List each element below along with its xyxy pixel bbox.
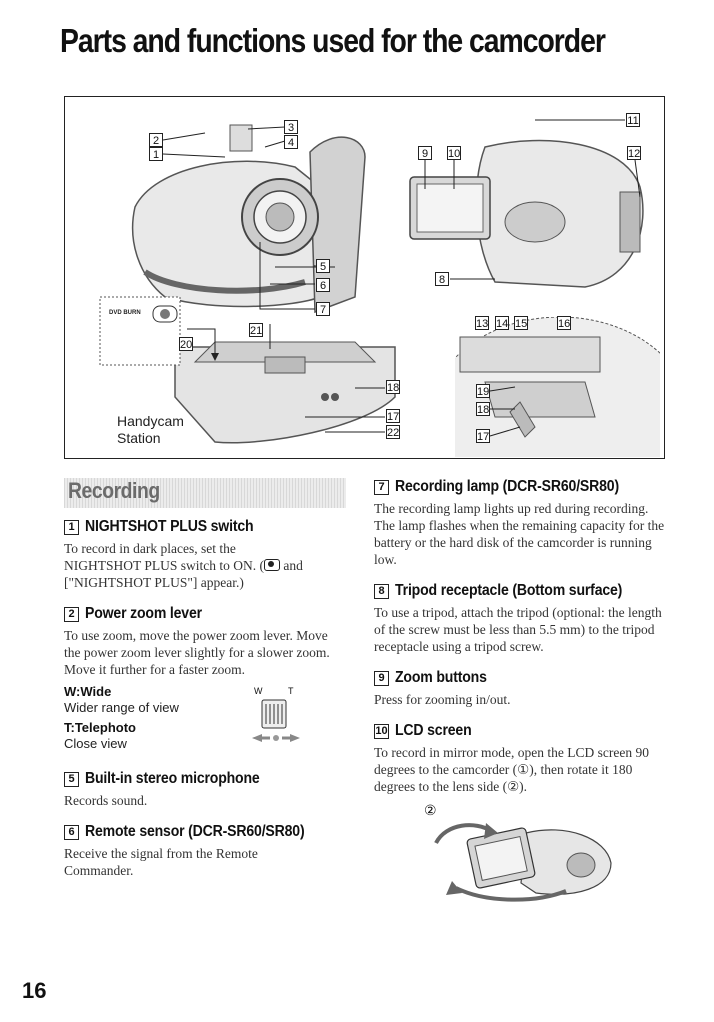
callout-15: 15	[514, 316, 528, 330]
callout-14: 14	[495, 316, 509, 330]
item-lcd-screen: 10 LCD screen To record in mirror mode, …	[374, 722, 670, 903]
item-title: Remote sensor (DCR-SR60/SR80)	[85, 823, 305, 840]
callout-12: 12	[627, 146, 641, 160]
item-body: To use zoom, move the power zoom lever. …	[64, 628, 330, 677]
w-mark: W	[254, 686, 263, 696]
item-body: Receive the signal from the Remote Comma…	[64, 846, 258, 878]
left-column: Recording 1 NIGHTSHOT PLUS switch To rec…	[64, 478, 364, 893]
page-number: 16	[22, 978, 47, 1003]
callout-17b: 17	[476, 429, 490, 443]
dock-label-line1: Handycam	[117, 413, 184, 429]
item-number: 1	[64, 519, 79, 535]
lcd-rotation-illustration: ② ①	[416, 803, 616, 903]
item-recording-lamp: 7 Recording lamp (DCR-SR60/SR80) The rec…	[374, 478, 670, 568]
item-body: To use a tripod, attach the tripod (opti…	[374, 605, 662, 654]
callout-22: 22	[386, 425, 400, 439]
dock-label-line2: Station	[117, 430, 161, 446]
camcorder-illustration	[99, 119, 660, 457]
item-body: Records sound.	[64, 793, 148, 808]
camcorder-figure: Handycam Station DVD BURN 2 1 3 4 5 6 7 …	[64, 96, 665, 459]
callout-4: 4	[284, 135, 298, 149]
callout-21: 21	[249, 323, 263, 337]
item-number: 10	[374, 723, 389, 739]
nightshot-icon	[264, 559, 281, 571]
item-zoom-buttons: 9 Zoom buttons Press for zooming in/out.	[374, 669, 670, 708]
t-mark: T	[288, 686, 294, 696]
item-number: 7	[374, 479, 389, 495]
item-number: 2	[64, 606, 79, 622]
item-body: The recording lamp lights up red during …	[374, 501, 665, 567]
marker-2: ②	[424, 804, 437, 819]
section-banner-recording: Recording	[64, 478, 346, 508]
item-body-line: and	[280, 558, 303, 573]
item-title: Power zoom lever	[85, 605, 202, 622]
right-column: 7 Recording lamp (DCR-SR60/SR80) The rec…	[374, 478, 670, 917]
item-number: 5	[64, 771, 79, 787]
item-title: Zoom buttons	[395, 669, 487, 686]
tele-label: T:Telephoto	[64, 720, 136, 735]
item-body-line: NIGHTSHOT PLUS switch to ON. (	[64, 558, 265, 573]
dvd-burn-label: DVD BURN	[109, 310, 141, 316]
item-nightshot: 1 NIGHTSHOT PLUS switch To record in dar…	[64, 518, 364, 591]
item-title: LCD screen	[395, 722, 472, 739]
callout-8: 8	[435, 272, 449, 286]
item-title: Recording lamp (DCR-SR60/SR80)	[395, 478, 619, 495]
item-body-line: To record in dark places, set the	[64, 541, 236, 556]
item-number: 9	[374, 670, 389, 686]
callout-20: 20	[179, 337, 193, 351]
callout-2: 2	[149, 133, 163, 147]
item-remote-sensor: 6 Remote sensor (DCR-SR60/SR80) Receive …	[64, 823, 364, 879]
callout-18b: 18	[476, 402, 490, 416]
callout-3: 3	[284, 120, 298, 134]
callout-7: 7	[316, 302, 330, 316]
callout-11: 11	[626, 113, 640, 127]
zoom-lever-icon	[252, 699, 300, 742]
callout-5: 5	[316, 259, 330, 273]
callout-6: 6	[316, 278, 330, 292]
callout-13: 13	[475, 316, 489, 330]
item-tripod: 8 Tripod receptacle (Bottom surface) To …	[374, 582, 670, 655]
item-microphone: 5 Built-in stereo microphone Records sou…	[64, 770, 364, 809]
callout-1: 1	[149, 147, 163, 161]
item-title: NIGHTSHOT PLUS switch	[85, 518, 254, 535]
page-title: Parts and functions used for the camcord…	[60, 22, 606, 59]
callout-16: 16	[557, 316, 571, 330]
item-body-line: ["NIGHTSHOT PLUS"] appear.)	[64, 575, 244, 590]
wide-label: W:Wide	[64, 684, 112, 699]
callout-9: 9	[418, 146, 432, 160]
callout-17: 17	[386, 409, 400, 423]
wide-desc: Wider range of view	[64, 700, 179, 715]
section-title: Recording	[68, 478, 160, 503]
callout-10: 10	[447, 146, 461, 160]
tele-desc: Close view	[64, 736, 127, 751]
callout-19: 19	[476, 384, 490, 398]
item-number: 8	[374, 583, 389, 599]
item-body: Press for zooming in/out.	[374, 692, 511, 707]
callout-18: 18	[386, 380, 400, 394]
item-body: To record in mirror mode, open the LCD s…	[374, 745, 649, 794]
item-title: Tripod receptacle (Bottom surface)	[395, 582, 623, 599]
lcd-rotate-icon	[434, 823, 612, 902]
item-title: Built-in stereo microphone	[85, 770, 260, 787]
item-power-zoom: 2 Power zoom lever To use zoom, move the…	[64, 605, 364, 756]
item-number: 6	[64, 824, 79, 840]
